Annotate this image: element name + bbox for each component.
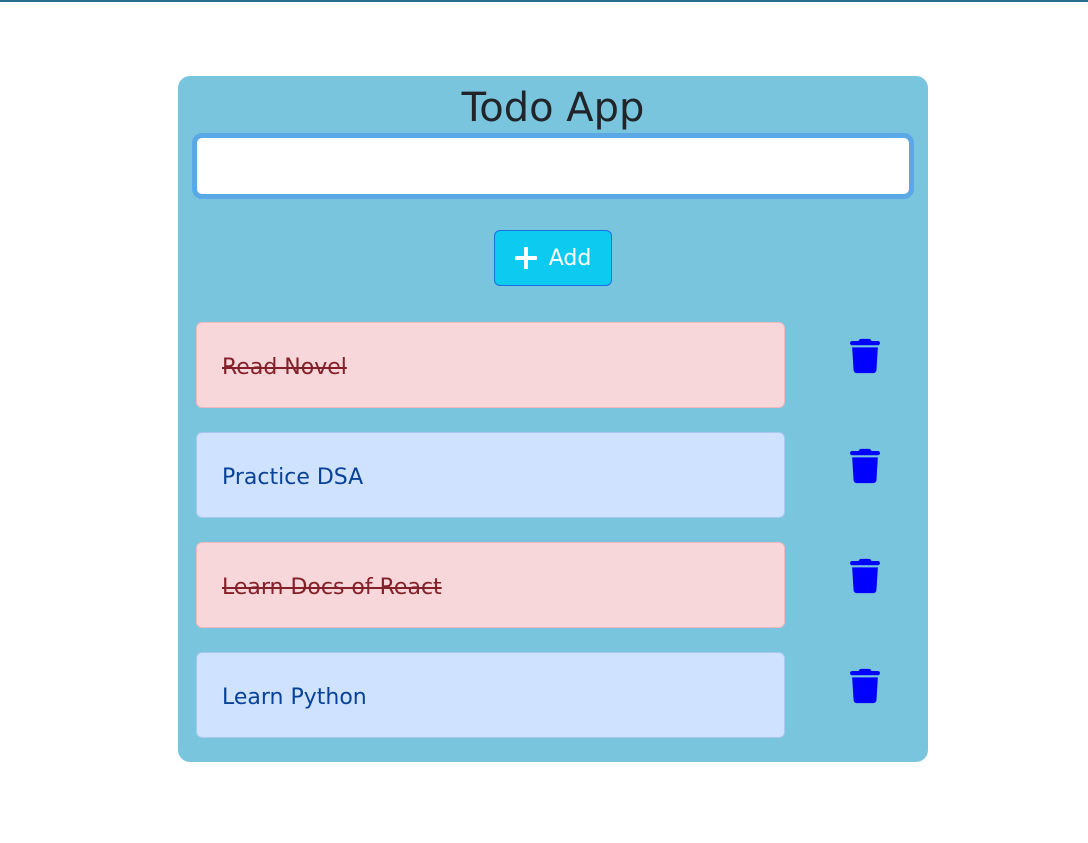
todo-row: Practice DSA <box>196 432 910 518</box>
add-button-label: Add <box>548 245 592 271</box>
todo-item-read-novel[interactable]: Read Novel <box>196 322 785 408</box>
trash-icon[interactable] <box>850 668 880 704</box>
todo-row: Read Novel <box>196 322 910 408</box>
trash-icon[interactable] <box>850 558 880 594</box>
todo-row: Learn Docs of React <box>196 542 910 628</box>
todo-text: Read Novel <box>222 354 347 380</box>
app-title: Todo App <box>461 85 645 131</box>
todo-item-practice-dsa[interactable]: Practice DSA <box>196 432 785 518</box>
add-button[interactable]: Add <box>494 230 612 286</box>
trash-icon[interactable] <box>850 448 880 484</box>
todo-app-card: Todo App Add Read Novel Practice DSA Lea… <box>178 76 928 762</box>
todo-item-learn-docs-of-react[interactable]: Learn Docs of React <box>196 542 785 628</box>
trash-icon[interactable] <box>850 338 880 374</box>
todo-text: Practice DSA <box>222 464 364 490</box>
todo-item-learn-python[interactable]: Learn Python <box>196 652 785 738</box>
todo-text: Learn Docs of React <box>222 574 442 600</box>
todo-text: Learn Python <box>222 684 367 710</box>
top-border <box>0 0 1088 2</box>
task-input[interactable] <box>192 133 914 199</box>
plus-icon <box>514 247 537 269</box>
todo-row: Learn Python <box>196 652 910 738</box>
